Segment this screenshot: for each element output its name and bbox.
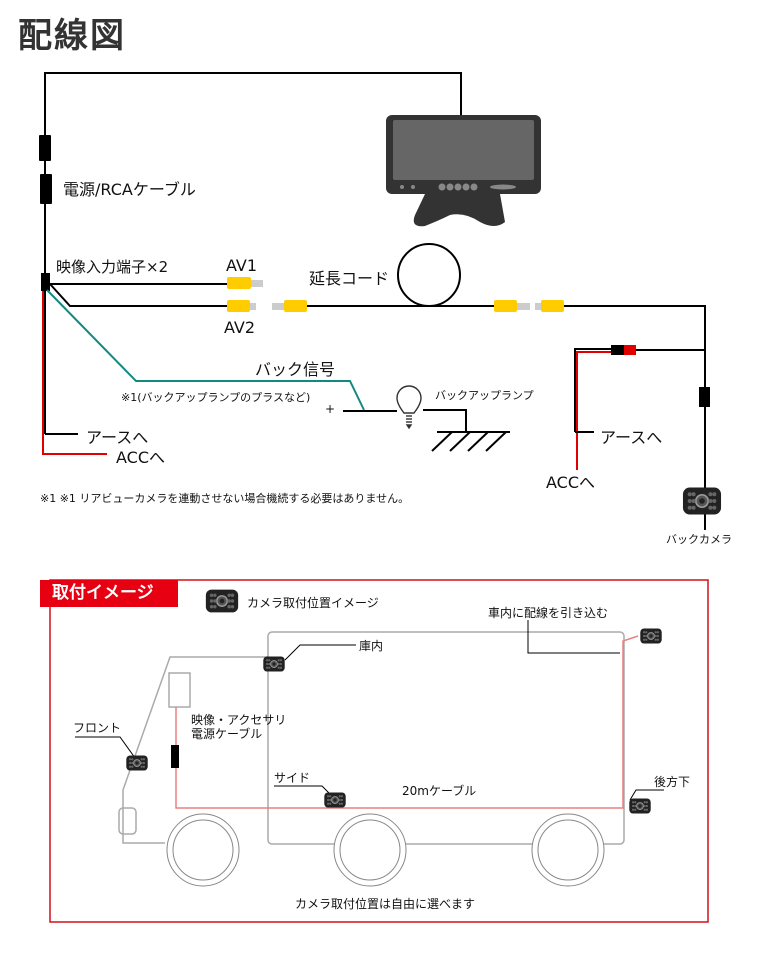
backup-lamp-label: バックアップランプ xyxy=(435,389,534,402)
ground-right-label: アースへ xyxy=(600,428,663,447)
camera-rear-lower xyxy=(628,797,652,815)
inline-connector xyxy=(40,174,52,204)
rca-plug-extension xyxy=(284,300,307,312)
back-signal-label: バック信号 xyxy=(255,360,336,379)
camera-legend-icon xyxy=(205,588,239,614)
extension-cord-coil xyxy=(397,243,461,307)
wheels xyxy=(166,813,605,887)
ground-symbol xyxy=(431,431,507,452)
junction-block xyxy=(41,273,50,291)
interior-label: 庫内 xyxy=(359,639,384,653)
camera-front xyxy=(125,754,149,772)
cable-route xyxy=(175,635,639,809)
ground-left-label: アースへ xyxy=(86,428,149,447)
inline-connector xyxy=(699,387,710,407)
camera-side xyxy=(323,791,347,809)
route-in-label: 車内に配線を引き込む xyxy=(488,606,609,620)
truck-outline xyxy=(118,631,625,845)
rca-plug xyxy=(541,300,564,312)
extension-cord-label: 延長コード xyxy=(309,269,390,288)
camera-interior xyxy=(262,655,286,673)
video-power-cable-label: 映像・アクセサリ 電源ケーブル xyxy=(191,713,286,741)
av1-label: AV1 xyxy=(226,256,258,275)
camera-legend-label: カメラ取付位置イメージ xyxy=(247,596,379,610)
monitor-icon xyxy=(386,115,541,227)
install-image-badge: 取付イメージ xyxy=(40,580,178,607)
rca-plug-av1 xyxy=(227,277,251,289)
bulb-icon xyxy=(396,385,422,430)
video-power-cable-line2: 電源ケーブル xyxy=(191,727,263,741)
inline-connector xyxy=(39,135,51,161)
rca-plug-av2 xyxy=(227,300,250,312)
cable-20m-label: 20mケーブル xyxy=(402,784,477,798)
front-label: フロント xyxy=(73,721,122,735)
plus-label: + xyxy=(325,402,336,416)
video-power-cable-line1: 映像・アクセサリ xyxy=(191,713,287,727)
back-signal-wire xyxy=(46,289,365,411)
power-rca-cable-label: 電源/RCAケーブル xyxy=(63,180,196,199)
install-frame xyxy=(49,579,709,923)
back-signal-note: ※1(バックアップランプのプラスなど) xyxy=(121,391,311,404)
acc-left-label: ACCへ xyxy=(116,448,166,467)
install-caption: カメラ取付位置は自由に選べます xyxy=(295,897,476,911)
rear-lower-label: 後方下 xyxy=(654,775,691,789)
camera-roof-rear xyxy=(639,627,663,645)
av2-label: AV2 xyxy=(224,318,256,337)
footnote: ※1 ※1 リアビューカメラを連動させない場合機続する必要はありません。 xyxy=(40,492,410,505)
side-label: サイド xyxy=(274,771,311,785)
acc-right-label: ACCへ xyxy=(546,473,596,492)
back-camera-label: バックカメラ xyxy=(666,533,732,546)
back-camera-icon xyxy=(682,486,722,516)
rca-plug xyxy=(494,300,517,312)
page-title: 配線図 xyxy=(18,16,126,56)
video-inputs-label: 映像入力端子×2 xyxy=(56,258,169,276)
